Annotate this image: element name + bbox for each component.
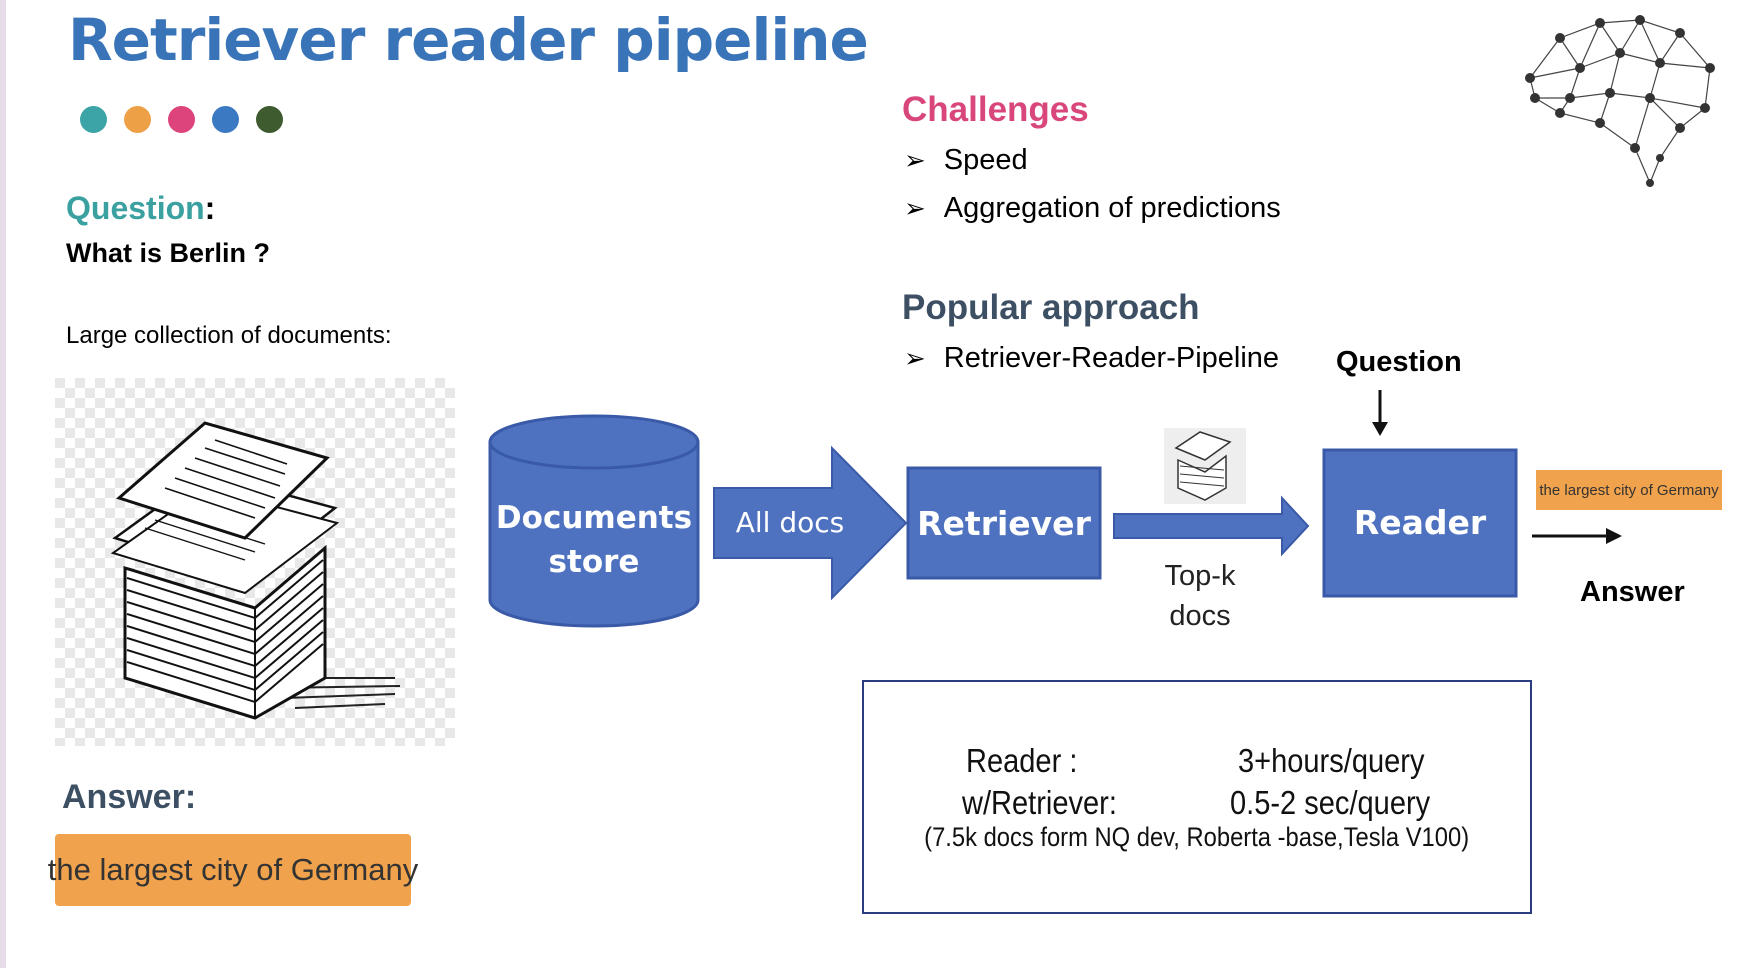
question-text: What is Berlin ?: [66, 238, 271, 268]
reader-time-label: Reader :: [966, 742, 1078, 779]
slide-left-rule: [0, 0, 6, 968]
reader-box: Reader: [1322, 448, 1518, 598]
pipeline-question-label: Question: [1336, 346, 1462, 378]
timing-stats-box: Reader : 3+hours/query w/Retriever: 0.5-…: [862, 680, 1532, 914]
question-keyword: Question: [66, 190, 205, 226]
benchmark-note: (7.5k docs form NQ dev, Roberta -base,Te…: [864, 822, 1530, 853]
pipeline-answer-box: the largest city of Germany: [1536, 470, 1722, 510]
popular-item: ➢ Retriever-Reader-Pipeline: [904, 342, 1279, 375]
documents-store-cylinder: Documents store: [488, 414, 700, 628]
color-dot-orange: [124, 106, 151, 133]
retriever-time-value: 0.5-2 sec/query: [1230, 784, 1431, 821]
documents-store-label: Documents: [496, 500, 692, 536]
answer-value-box: the largest city of Germany: [48, 834, 418, 906]
top-k-docs-label: Top-k docs: [1150, 556, 1250, 636]
question-heading: Question:: [66, 190, 215, 227]
top-k-arrow: [1113, 495, 1310, 557]
question-colon: :: [204, 190, 216, 226]
popular-item-label: Retriever-Reader-Pipeline: [943, 342, 1280, 374]
retriever-box: Retriever: [906, 466, 1102, 580]
challenge-item: ➢ Speed: [904, 144, 1028, 177]
color-dot-blue: [212, 106, 239, 133]
reader-label: Reader: [1354, 503, 1487, 542]
answer-heading: Answer:: [62, 778, 197, 816]
pipeline-diagram: Documents store All docs Retriever Reade…: [488, 390, 1622, 628]
challenge-item-label: Aggregation of predictions: [943, 192, 1281, 224]
popular-approach-heading: Popular approach: [902, 288, 1200, 327]
bullet-arrow-icon: ➢: [904, 343, 926, 373]
pipeline-answer-label: Answer: [1580, 576, 1685, 608]
color-dot-teal: [80, 106, 107, 133]
bullet-arrow-icon: ➢: [904, 193, 926, 223]
retriever-time-label: w/Retriever:: [962, 784, 1117, 821]
color-dot-pink: [168, 106, 195, 133]
documents-store-label: store: [549, 544, 640, 580]
bullet-arrow-icon: ➢: [904, 145, 926, 175]
retriever-label: Retriever: [917, 504, 1091, 543]
brain-network-icon: [1525, 15, 1715, 187]
challenge-item-label: Speed: [943, 144, 1028, 176]
small-paper-stack-icon: [1164, 428, 1246, 504]
all-docs-label: All docs: [736, 506, 845, 539]
challenge-item: ➢ Aggregation of predictions: [904, 192, 1281, 225]
slide-title: Retriever reader pipeline: [68, 6, 869, 74]
reader-time-value: 3+hours/query: [1238, 742, 1425, 779]
collection-label: Large collection of documents:: [66, 322, 392, 349]
color-dot-green: [256, 106, 283, 133]
paper-stack-illustration: [55, 378, 455, 746]
question-down-arrow: [1372, 390, 1388, 436]
top-k-label-line: Top-k: [1164, 560, 1236, 592]
top-k-label-line: docs: [1169, 600, 1231, 632]
answer-right-arrow: [1532, 528, 1622, 544]
all-docs-arrow: All docs: [713, 445, 908, 601]
benchmark-note-text: (7.5k docs form NQ dev, Roberta -base,Te…: [924, 822, 1470, 852]
challenges-heading: Challenges: [902, 90, 1089, 129]
